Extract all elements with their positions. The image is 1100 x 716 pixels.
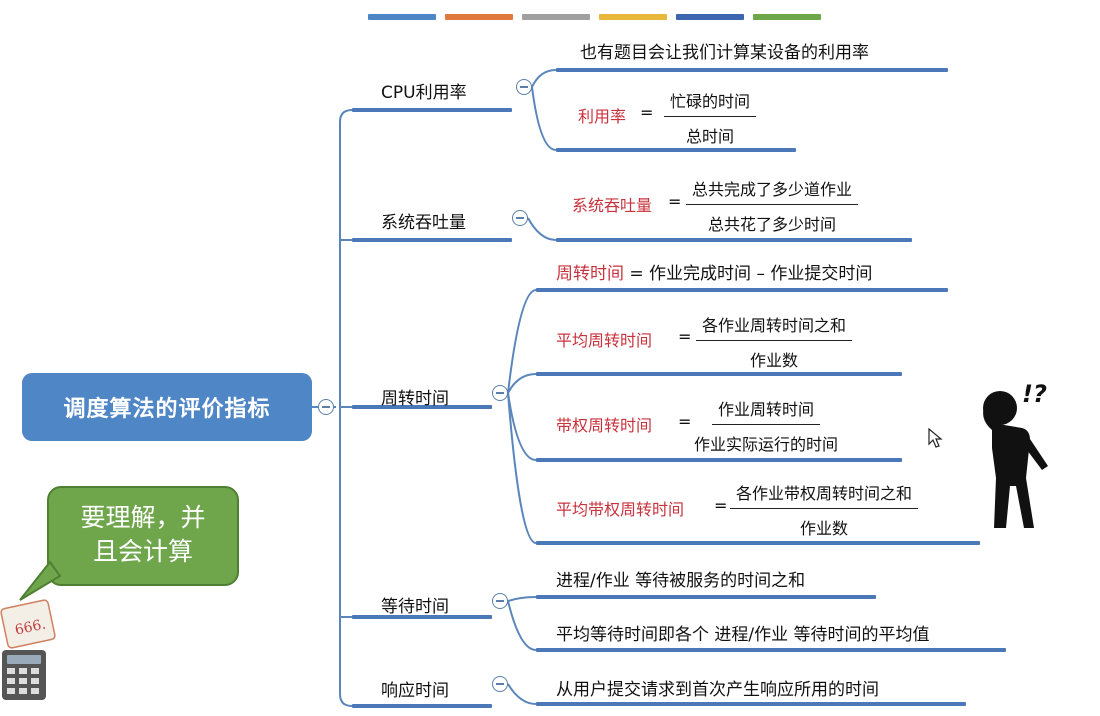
turnaround-definition: 周转时间 = 作业完成时间 – 作业提交时间 — [556, 259, 872, 284]
branch-response-label[interactable]: 响应时间 — [381, 681, 449, 701]
weighted-turnaround-numerator: 作业周转时间 — [712, 396, 821, 425]
waiting-item-1: 进程/作业 等待被服务的时间之和 — [556, 571, 806, 591]
underline-waiting-branch — [352, 615, 492, 619]
color-stripe-darkblue — [676, 14, 744, 20]
throughput-fraction: 总共完成了多少道作业 总共花了多少时间 — [686, 176, 859, 235]
branch-cpu-label[interactable]: CPU利用率 — [381, 83, 467, 103]
avg-weighted-turnaround-name: 平均带权周转时间 — [556, 500, 685, 519]
avg-turnaround-fraction: 各作业周转时间之和 作业数 — [696, 312, 853, 371]
underline-response-branch — [352, 704, 492, 708]
branch-waiting-label[interactable]: 等待时间 — [381, 597, 449, 617]
underline-cpu-formula — [556, 148, 796, 152]
waiting-collapse-icon[interactable] — [492, 593, 508, 609]
cpu-note: 也有题目会让我们计算某设备的利用率 — [580, 43, 869, 63]
root-node[interactable]: 调度算法的评价指标 — [22, 373, 312, 441]
weighted-turnaround-name: 带权周转时间 — [556, 416, 653, 435]
avg-turnaround-eq: = — [678, 327, 692, 346]
avg-turnaround-denominator: 作业数 — [750, 351, 799, 370]
avg-weighted-turnaround-numerator: 各作业带权周转时间之和 — [730, 480, 919, 509]
branch-turnaround-label[interactable]: 周转时间 — [381, 389, 449, 409]
turnaround-def-name: 周转时间 — [556, 264, 624, 284]
underline-turnaround-def — [536, 288, 948, 292]
underline-throughput-branch — [352, 238, 512, 242]
calculator-display: 666. — [13, 617, 47, 639]
callout-pointer — [19, 560, 62, 601]
turnaround-def-rest: = 作业完成时间 – 作业提交时间 — [624, 264, 873, 284]
avg-turnaround-numerator: 各作业周转时间之和 — [696, 312, 853, 341]
color-stripe-orange — [445, 14, 513, 20]
callout-line-1: 要理解，并 — [80, 503, 206, 532]
turnaround-collapse-icon[interactable] — [492, 385, 508, 401]
throughput-collapse-icon[interactable] — [512, 210, 528, 226]
figure-exclamation: !? — [1022, 380, 1047, 408]
underline-turnaround-branch — [352, 405, 492, 409]
calculator-icon: 666. — [0, 599, 56, 700]
waiting-item-2: 平均等待时间即各个 进程/作业 等待时间的平均值 — [556, 625, 930, 645]
cpu-formula-name: 利用率 — [578, 107, 627, 126]
underline-waiting-1 — [536, 595, 876, 599]
throughput-denominator: 总共花了多少时间 — [708, 215, 837, 234]
weighted-turnaround-eq: = — [678, 412, 692, 431]
avg-weighted-turnaround-eq: = — [714, 496, 728, 515]
mouse-cursor-icon — [928, 428, 943, 448]
underline-avg-weighted-turnaround — [536, 541, 980, 545]
cpu-fraction: 忙碌的时间 总时间 — [664, 88, 757, 147]
color-stripe-gray — [522, 14, 590, 20]
cpu-denominator: 总时间 — [686, 127, 735, 146]
root-collapse-icon[interactable] — [318, 399, 334, 415]
cpu-formula-eq: = — [640, 103, 654, 122]
cpu-collapse-icon[interactable] — [516, 79, 532, 95]
color-stripe-green — [753, 14, 821, 20]
avg-turnaround-name: 平均周转时间 — [556, 331, 653, 350]
confused-person-icon: !? — [983, 380, 1048, 528]
underline-weighted-turnaround — [536, 458, 902, 462]
underline-waiting-2 — [536, 648, 1006, 652]
avg-weighted-turnaround-fraction: 各作业带权周转时间之和 作业数 — [730, 480, 919, 539]
avg-weighted-turnaround-denominator: 作业数 — [800, 519, 849, 538]
underline-avg-turnaround — [536, 372, 902, 376]
color-stripe-yellow — [599, 14, 667, 20]
underline-cpu-note — [556, 68, 948, 72]
throughput-formula-eq: = — [668, 192, 682, 211]
callout-bubble: 要理解，并 且会计算 — [47, 486, 239, 586]
color-stripe-blue — [368, 14, 436, 20]
underline-throughput-formula — [556, 238, 912, 242]
response-item-1: 从用户提交请求到首次产生响应所用的时间 — [556, 680, 879, 700]
callout-line-2: 且会计算 — [92, 537, 193, 566]
throughput-formula-name: 系统吞吐量 — [572, 196, 653, 215]
weighted-turnaround-fraction: 作业周转时间 作业实际运行的时间 — [694, 396, 838, 455]
cpu-numerator: 忙碌的时间 — [664, 88, 757, 117]
underline-response-1 — [536, 702, 966, 706]
weighted-turnaround-denominator: 作业实际运行的时间 — [694, 435, 839, 454]
underline-cpu-branch — [352, 108, 512, 112]
response-collapse-icon[interactable] — [492, 676, 508, 692]
throughput-numerator: 总共完成了多少道作业 — [686, 176, 859, 205]
branch-throughput-label[interactable]: 系统吞吐量 — [381, 213, 466, 233]
